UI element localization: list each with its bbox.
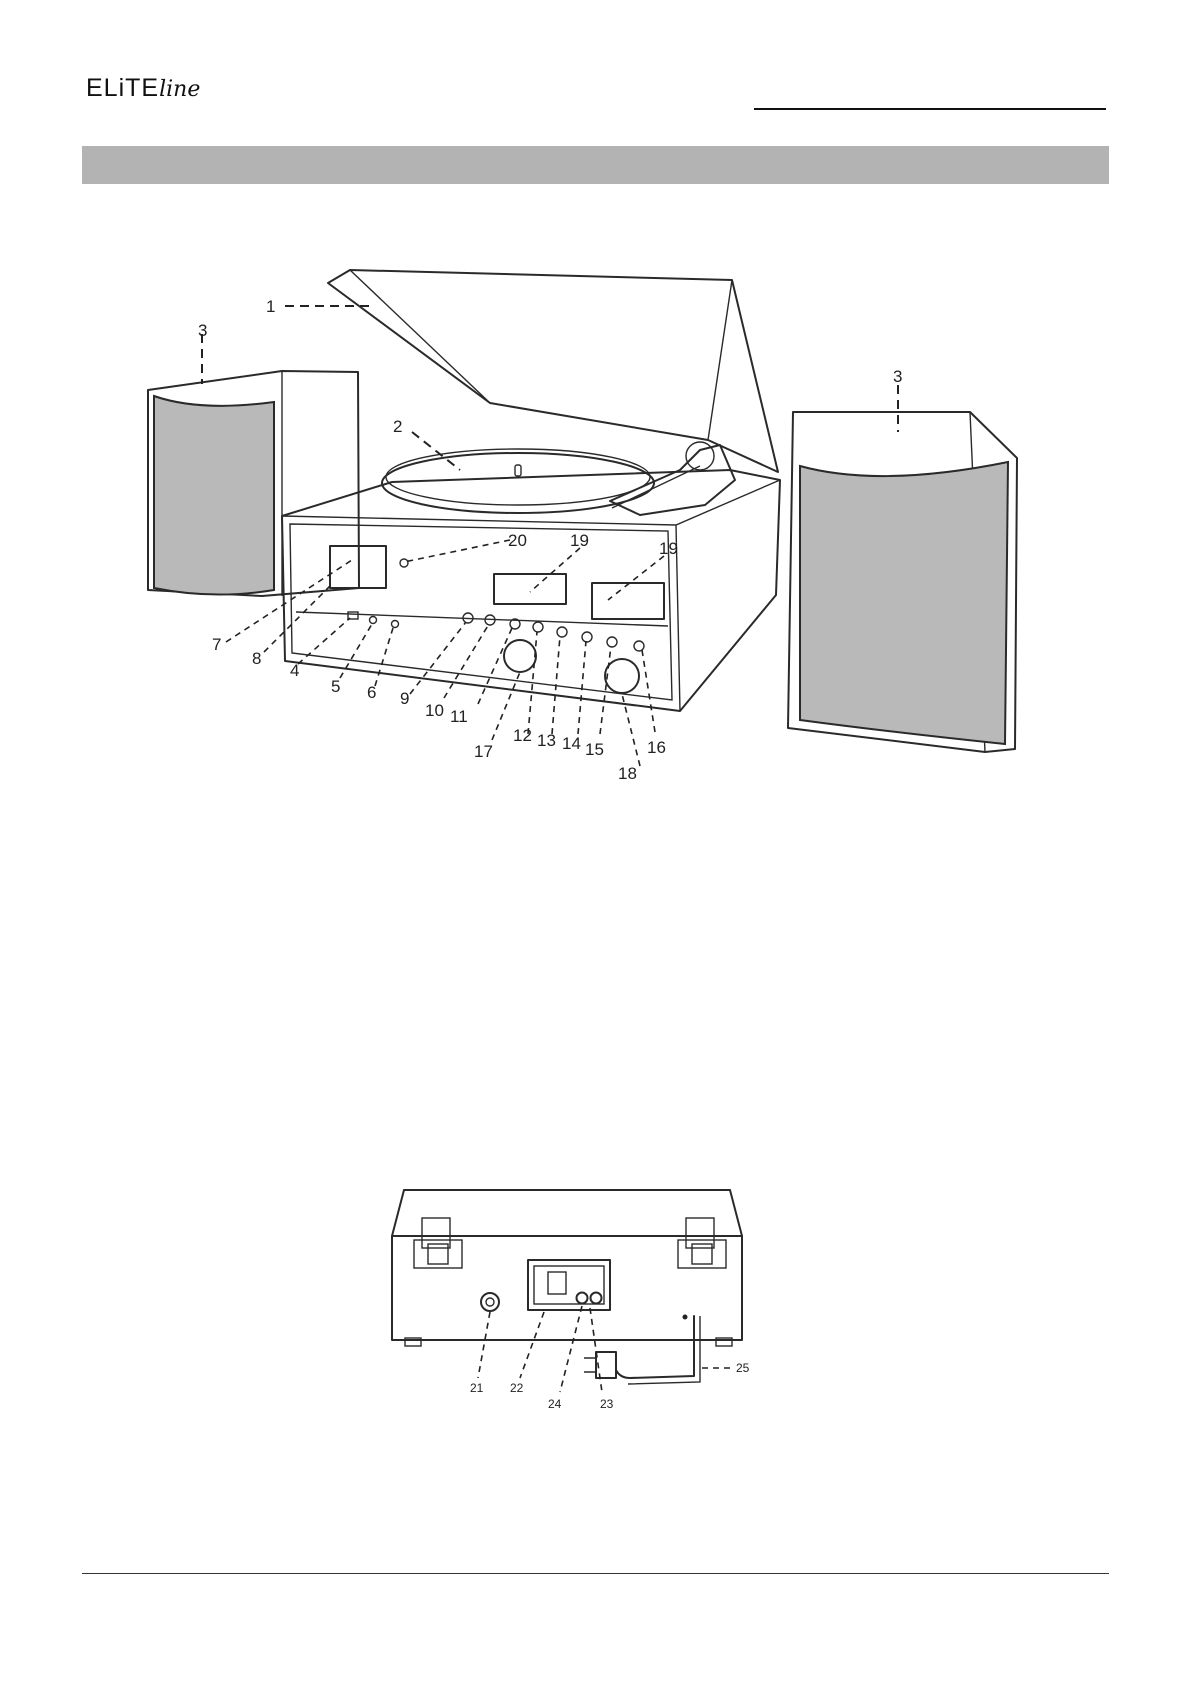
hinge-right: [678, 1218, 726, 1268]
callout-22: 22: [510, 1381, 524, 1395]
callout-25: 25: [736, 1361, 750, 1375]
rear-socket: [481, 1293, 499, 1311]
hinge-left: [414, 1218, 462, 1268]
callout-23: 23: [600, 1397, 614, 1411]
rear-lid: [392, 1190, 742, 1236]
callout-24: 24: [548, 1397, 562, 1411]
footer-rule: [82, 1573, 1109, 1574]
rear-panel: [392, 1236, 742, 1340]
power-cord: [616, 1316, 694, 1378]
callout-21: 21: [470, 1381, 484, 1395]
